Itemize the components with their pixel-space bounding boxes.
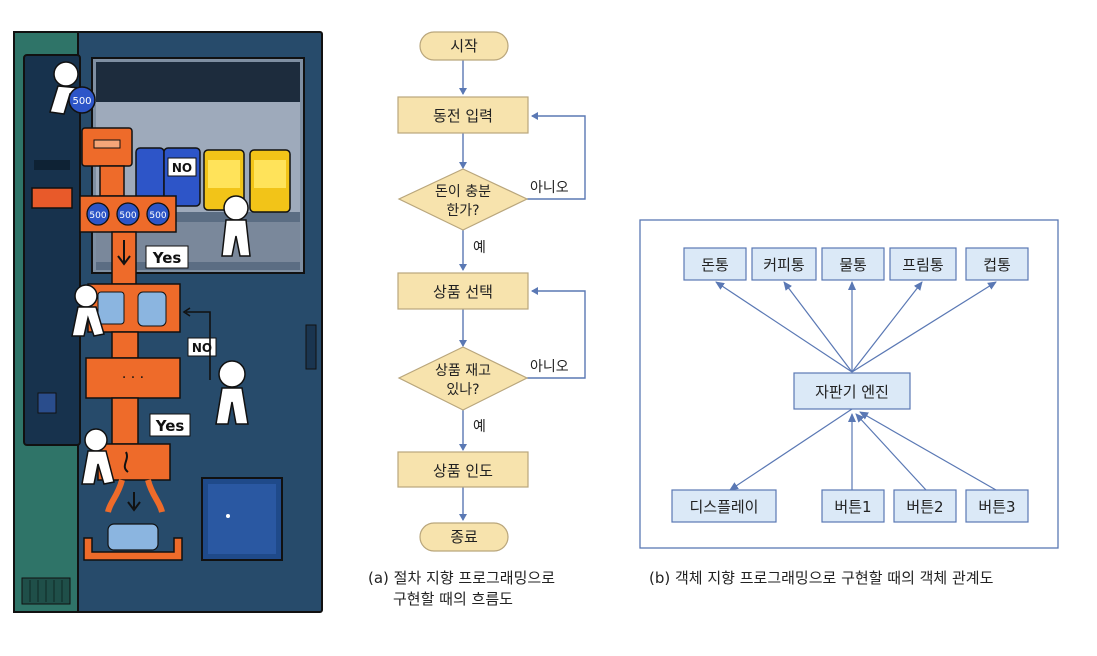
delivered-can [107, 523, 159, 551]
flow-decision-money [397, 168, 529, 231]
flow-coin-input-label: 동전 입력 [433, 107, 493, 125]
coin-500-label: 500 [72, 96, 91, 107]
flow-no-label-1: 아니오 [530, 180, 569, 196]
obj-button-3-label: 버튼3 [978, 498, 1015, 516]
obj-button-2 [893, 489, 957, 523]
flow-deliver-label: 상품 인도 [433, 462, 493, 480]
flow-decision-stock [397, 346, 529, 411]
vending-machine-illustration: NO 500 500 500 Yes NO · · · Yes [13, 31, 323, 613]
flow-decision-money-line2: 한가? [446, 203, 479, 219]
obj-display [671, 489, 777, 523]
flow-start [419, 31, 509, 61]
coin-label: 500 [149, 211, 166, 221]
flow-yes-label-1: 예 [473, 240, 486, 256]
flow-coin-input [397, 96, 529, 134]
person-delivery [81, 428, 115, 485]
object-diagram-frame [639, 219, 1059, 549]
obj-box-coffee-label: 커피통 [763, 256, 804, 274]
person-thinking [215, 360, 249, 425]
obj-button-1 [821, 489, 885, 523]
obj-button-2-label: 버튼2 [906, 498, 943, 516]
obj-box-money [683, 247, 747, 281]
obj-box-water-label: 물통 [839, 256, 867, 274]
obj-box-money-label: 돈통 [701, 256, 729, 274]
flow-start-label: 시작 [450, 37, 478, 55]
output-tray [83, 537, 183, 561]
obj-box-cream [889, 247, 957, 281]
obj-display-label: 디스플레이 [689, 498, 758, 516]
flow-no-label-2: 아니오 [530, 359, 569, 375]
obj-button-1-label: 버튼1 [834, 498, 871, 516]
flow-end [419, 522, 509, 552]
flow-decision-stock-line2: 있나? [446, 382, 479, 398]
object-diagram-caption: (b) 객체 지향 프로그래밍으로 구현할 때의 객체 관계도 [649, 569, 994, 587]
obj-box-coffee [751, 247, 817, 281]
obj-engine-label: 자판기 엔진 [815, 383, 889, 401]
control-panel [23, 54, 81, 446]
person-window [221, 195, 251, 257]
person-coin [49, 61, 96, 115]
coin-return-slot [31, 187, 73, 209]
flow-deliver [397, 451, 529, 488]
flow-select-product-label: 상품 선택 [433, 283, 493, 301]
obj-box-cup-label: 컵통 [983, 256, 1011, 274]
flowchart-caption-line2: 구현할 때의 흐름도 [393, 590, 513, 608]
flow-decision-money-line1: 돈이 충분 [435, 184, 491, 200]
obj-engine [793, 372, 911, 410]
no-label: NO [192, 341, 212, 355]
flow-decision-stock-line1: 상품 재고 [435, 363, 491, 379]
yes-label-1: Yes [152, 249, 182, 267]
yes-label-2: Yes [155, 417, 185, 435]
flowchart-caption-line1: (a) 절차 지향 프로그래밍으로 [368, 569, 556, 587]
person-product [71, 284, 105, 337]
flowchart: 시작 동전 입력 돈이 충분 한가? 아니오 예 상품 선택 상품 재고 있나?… [397, 31, 586, 552]
obj-box-cup [965, 247, 1029, 281]
object-diagram: 돈통 커피통 물통 프림통 컵통 자판기 엔진 디스플레이 버튼1 버튼2 버튼… [639, 219, 1059, 549]
svg-text:· · ·: · · · [122, 370, 144, 386]
obj-box-water [821, 247, 885, 281]
coin-label: 500 [119, 211, 136, 221]
flow-yes-label-2: 예 [473, 419, 486, 435]
flow-end-label: 종료 [450, 528, 478, 546]
coin-label: 500 [89, 211, 106, 221]
obj-box-cream-label: 프림통 [902, 256, 943, 274]
obj-button-3 [965, 489, 1029, 523]
can-no-label: NO [172, 161, 192, 175]
flow-select-product [397, 272, 529, 310]
stock-check-box [85, 357, 181, 399]
